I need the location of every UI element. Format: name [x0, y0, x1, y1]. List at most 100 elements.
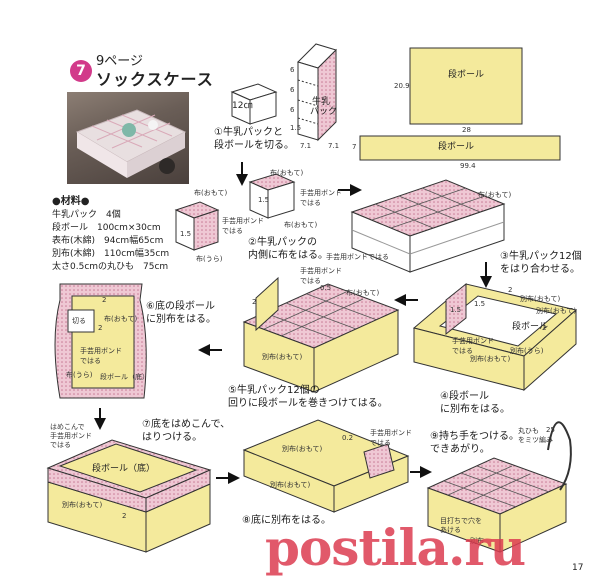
step1-text: ①牛乳パックと: [214, 127, 283, 138]
dim-71: 7.1: [328, 142, 340, 150]
step7-text: はりつける。: [142, 432, 203, 443]
step9-text: ⑨持ち手をつける。: [430, 431, 519, 442]
material-item: 太さ0.5cmの丸ひも 75cm: [52, 262, 169, 272]
label-cardboard: 段ボール: [512, 322, 549, 332]
photo-illustration: [75, 109, 187, 178]
dim-15: 1.5: [180, 230, 192, 238]
label-rope: 丸ひも: [518, 427, 539, 435]
dim-2: 2: [542, 324, 547, 332]
label-cloth-front: 布(おもて): [346, 289, 380, 297]
label-cardboard-bottom: 段ボール（底）: [100, 373, 149, 381]
step1-text: 段ボールを切る。: [214, 140, 294, 151]
dim-2: 2: [122, 512, 127, 520]
dim-05: 0.5: [320, 284, 332, 292]
label-bond: ではる: [300, 199, 321, 207]
label-cut: 切る: [72, 317, 86, 325]
dim-209: 20.9: [394, 82, 410, 90]
label-milk: 牛乳: [312, 97, 331, 107]
dim-2: 2: [102, 296, 107, 304]
step4-cardboard-frame: [412, 282, 578, 392]
label-cloth: 布(うら): [66, 371, 93, 379]
label-pack: パック: [310, 107, 338, 117]
materials-title: ●材料●: [52, 196, 90, 207]
step1-carton: [297, 43, 337, 142]
dim-71: 7.1: [300, 142, 312, 150]
label-other-front: 別布(おもて): [536, 307, 577, 315]
step6-bottom-cloth: [54, 283, 147, 399]
label-12cm: 12㎝: [232, 101, 253, 111]
material-item: 牛乳パック 4個: [52, 210, 121, 220]
label-holes: 目打ちで穴を: [440, 517, 482, 525]
label-cloth-front: 布(おもて): [270, 169, 304, 177]
label-bond: 手芸用ボンド: [452, 337, 494, 345]
label-bond: ではる: [370, 439, 391, 447]
step1-cardboard-strip: [359, 135, 561, 161]
step2-cube: [248, 173, 296, 219]
label-other-front: 別布(おもて): [470, 355, 511, 363]
label-cloth-front: 布(おもて): [478, 191, 512, 199]
label-cardboard-bottom: 段ボール（底）: [92, 464, 156, 474]
step1-cardboard-large: [409, 47, 523, 125]
label-other-front: 別布(おもて): [520, 295, 561, 303]
label-bond: ではる: [300, 277, 321, 285]
label-other-back: 別布(うら): [510, 347, 544, 355]
label-cloth-front: 布(おもて): [194, 189, 228, 197]
step3-text: ③牛乳パック12個: [500, 251, 582, 262]
step-number-badge: 7: [70, 60, 92, 82]
step1-cube: [230, 83, 278, 125]
label-bond: ではる: [222, 227, 243, 235]
label-bond: ではる: [80, 357, 101, 365]
label-other-front: 別布(おもて): [262, 353, 303, 361]
label-other-front: 別布(おもて): [62, 501, 103, 509]
step2-cube-open: [174, 201, 220, 251]
step8-text: ⑧底に別布をはる。: [242, 515, 331, 526]
product-photo: [67, 92, 189, 184]
dim-6: 6: [290, 66, 295, 74]
dim-25: 25: [546, 426, 555, 434]
page-number: 17: [572, 563, 584, 573]
step6-text: ⑥底の段ボール: [146, 301, 215, 312]
step4-text: に別布をはる。: [440, 404, 510, 415]
label-bond: 手芸用ボンド: [222, 217, 264, 225]
label-cloth-front: 布(おもて): [104, 315, 138, 323]
label-braid: をミツ編み: [518, 436, 553, 444]
page-reference: 9ページ: [96, 54, 144, 69]
material-item: 別布(木綿) 110cm幅35cm: [52, 249, 170, 259]
dim-15: 1.5: [450, 306, 462, 314]
label-other-front: 別布(おもて): [282, 445, 323, 453]
label-cloth-front: 布(おもて): [284, 221, 318, 229]
label-bond: 手芸用ボンド: [370, 429, 412, 437]
step8-box: [242, 419, 410, 513]
watermark: postila.ru: [265, 518, 526, 577]
label-insert: はめこんで: [50, 423, 85, 431]
label-other-front: 別布(おもて): [270, 481, 311, 489]
dim-7: 7: [352, 143, 357, 151]
page-title: ソックスケース: [96, 70, 214, 89]
label-insert: ではる: [50, 441, 71, 449]
step7-box-bottom: [46, 439, 212, 553]
step4-text: ④段ボール: [440, 391, 489, 402]
dim-02: 0.2: [342, 434, 354, 442]
step7-text: ⑦底をはめこんで、: [142, 419, 231, 430]
step5-text: 回りに段ボールを巻きつけてはる。: [228, 398, 388, 409]
step9-finished-box: [426, 421, 572, 553]
material-item: 表布(木綿) 94cm幅65cm: [52, 236, 164, 246]
label-cardboard: 段ボール: [448, 70, 485, 80]
label-bond: 手芸用ボンド: [80, 347, 122, 355]
label-bond: ではる: [452, 347, 473, 355]
dim-2: 2: [508, 286, 513, 294]
dim-2: 2: [252, 298, 257, 306]
step9-text: できあがり。: [430, 444, 490, 455]
label-insert: 手芸用ボンド: [50, 432, 92, 440]
label-holes: あける: [440, 526, 461, 534]
label-cloth-back: 布(うら): [196, 255, 223, 263]
dim-28: 28: [462, 126, 471, 134]
label-other-front: 別布: [470, 537, 484, 545]
step6-text: に別布をはる。: [146, 314, 216, 325]
step5-text: ⑤牛乳パック12個の: [228, 385, 320, 396]
label-bond: 手芸用ボンド: [300, 189, 342, 197]
step3-text: をはり合わせる。: [500, 264, 580, 275]
material-item: 段ボール 100cm×30cm: [52, 223, 161, 233]
dim-6: 6: [290, 106, 295, 114]
